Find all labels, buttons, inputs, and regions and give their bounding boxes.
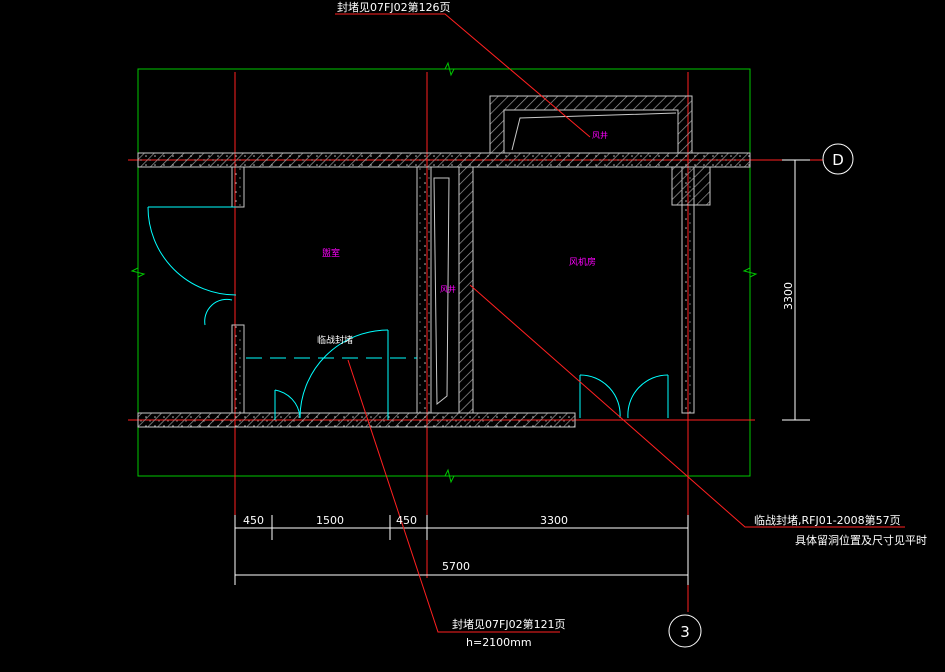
- dim-1500: 1500: [316, 514, 344, 527]
- top-note: 封堵见07FJ02第126页: [337, 0, 451, 14]
- dim-5700-total: 5700: [442, 560, 470, 573]
- dim-3300-vertical: 3300: [782, 282, 795, 310]
- right-note-line2: 具体留洞位置及尺寸见平时: [795, 533, 927, 547]
- break-mark-right: [742, 262, 758, 283]
- dim-450-right: 450: [396, 514, 417, 527]
- axis-label-d: D: [832, 151, 844, 169]
- room-label-washroom: 盥室: [322, 247, 340, 259]
- right-note-line1: 临战封堵,RFJ01-2008第57页: [754, 513, 901, 527]
- doors: [147, 206, 669, 420]
- dim-450-left: 450: [243, 514, 264, 527]
- bottom-note-line2: h=2100mm: [466, 636, 532, 649]
- room-label-shaft-top: 风井: [592, 130, 608, 140]
- dimension-lines: [234, 159, 810, 585]
- bottom-note-line1: 封堵见07FJ02第121页: [452, 617, 566, 631]
- leader-lines: [335, 13, 905, 633]
- dim-3300-horizontal: 3300: [540, 514, 568, 527]
- axis-label-3: 3: [680, 623, 690, 641]
- walls: [137, 95, 751, 428]
- temp-seal-label: 临战封堵: [317, 334, 353, 346]
- axis-bubble-3: [668, 614, 702, 648]
- break-mark-top: [437, 61, 462, 77]
- break-mark-left: [130, 262, 146, 283]
- break-mark-bottom: [437, 468, 462, 484]
- room-label-duct: 风井: [440, 284, 456, 294]
- axis-bubble-d: [822, 143, 854, 175]
- room-label-machine-room: 风机房: [569, 256, 596, 268]
